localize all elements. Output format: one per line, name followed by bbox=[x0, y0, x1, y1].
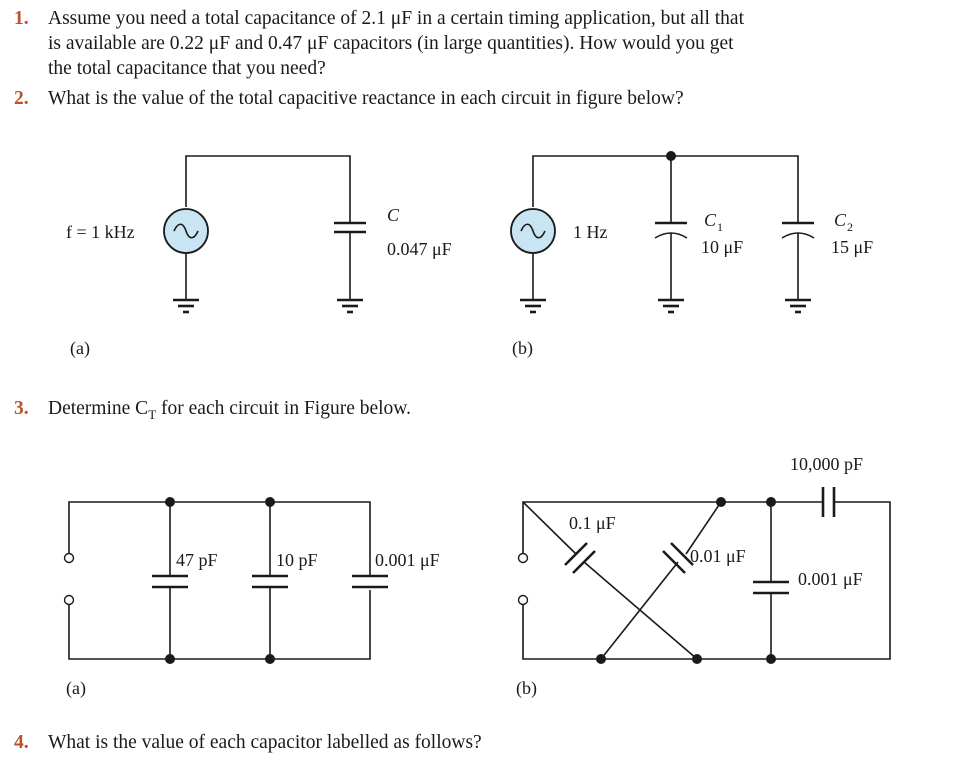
capacitor-plate bbox=[670, 542, 694, 566]
figure-caption: (a) bbox=[66, 678, 86, 699]
figure-1b-circuit: 1 Hz C 1 10 μF C 2 15 μF (b) bbox=[510, 151, 873, 359]
question-text-subscript: T bbox=[148, 406, 157, 422]
figure-1a-circuit: f = 1 kHz C 0.047 μF (a) bbox=[66, 155, 452, 359]
junction-dot bbox=[666, 151, 676, 161]
capacitor-plate bbox=[564, 542, 588, 566]
junction-dot bbox=[692, 654, 702, 664]
capacitor-name: C bbox=[387, 205, 400, 225]
wire bbox=[68, 501, 371, 576]
ground-icon bbox=[337, 298, 363, 314]
capacitor-value: 0.047 μF bbox=[387, 239, 452, 259]
ground-icon bbox=[173, 298, 199, 314]
figure-caption: (a) bbox=[70, 338, 90, 359]
wire bbox=[522, 501, 577, 555]
wire bbox=[185, 155, 351, 223]
question-text-line: is available are 0.22 μF and 0.47 μF cap… bbox=[48, 33, 734, 54]
junction-dot bbox=[766, 497, 776, 507]
terminal bbox=[63, 594, 75, 606]
capacitor-plate bbox=[662, 550, 686, 574]
question-text-part: Determine C bbox=[48, 398, 149, 419]
wire bbox=[68, 590, 371, 660]
capacitor-name: C bbox=[834, 210, 847, 230]
junction-dot bbox=[766, 654, 776, 664]
junction-dot bbox=[265, 497, 275, 507]
capacitor-value: 0.001 μF bbox=[798, 569, 863, 589]
capacitor-value: 0.1 μF bbox=[569, 513, 616, 533]
question-number: 4. bbox=[14, 732, 29, 753]
wire bbox=[522, 501, 891, 660]
question-text-part: for each circuit in Figure below. bbox=[156, 398, 411, 419]
wire bbox=[600, 561, 679, 660]
question-text: What is the value of the total capacitiv… bbox=[48, 88, 684, 109]
capacitor-value: 0.01 μF bbox=[690, 546, 746, 566]
capacitor-value: 10 μF bbox=[701, 237, 743, 257]
capacitor-value: 15 μF bbox=[831, 237, 873, 257]
junction-dot bbox=[165, 497, 175, 507]
wire bbox=[685, 501, 722, 555]
figure-2b-circuit: 0.1 μF 0.01 μF 10,000 pF 0.001 μF (b) bbox=[516, 454, 891, 699]
question-text-line: Assume you need a total capacitance of 2… bbox=[48, 8, 744, 29]
capacitor-value: 47 pF bbox=[176, 550, 218, 570]
question-text: Determine CT for each circuit in Figure … bbox=[48, 396, 411, 427]
figure-caption: (b) bbox=[516, 678, 537, 699]
figure-caption: (b) bbox=[512, 338, 533, 359]
terminal bbox=[517, 594, 529, 606]
source-frequency-label: f = 1 kHz bbox=[66, 222, 135, 242]
junction-dot bbox=[596, 654, 606, 664]
capacitor-subscript: 2 bbox=[847, 220, 853, 234]
capacitor-value: 10 pF bbox=[276, 550, 318, 570]
ground-icon bbox=[658, 298, 684, 314]
junction-dot bbox=[716, 497, 726, 507]
figure-2a-circuit: 47 pF 10 pF 0.001 μF (a) bbox=[63, 497, 440, 699]
capacitor-name: C bbox=[704, 210, 717, 230]
ground-icon bbox=[520, 298, 546, 314]
terminal bbox=[517, 552, 529, 564]
question-number: 3. bbox=[14, 398, 29, 419]
capacitor-value: 10,000 pF bbox=[790, 454, 863, 474]
question-text: What is the value of each capacitor labe… bbox=[48, 732, 482, 753]
source-frequency-label: 1 Hz bbox=[573, 222, 608, 242]
question-number: 2. bbox=[14, 88, 29, 109]
wire bbox=[532, 155, 799, 223]
capacitor-value: 0.001 μF bbox=[375, 550, 440, 570]
capacitor-subscript: 1 bbox=[717, 220, 723, 234]
question-text-line: the total capacitance that you need? bbox=[48, 58, 326, 79]
question-number: 1. bbox=[14, 8, 29, 29]
junction-dot bbox=[265, 654, 275, 664]
ground-icon bbox=[785, 298, 811, 314]
sine-icon bbox=[520, 223, 546, 239]
terminal bbox=[63, 552, 75, 564]
sine-icon bbox=[173, 223, 199, 239]
junction-dot bbox=[165, 654, 175, 664]
